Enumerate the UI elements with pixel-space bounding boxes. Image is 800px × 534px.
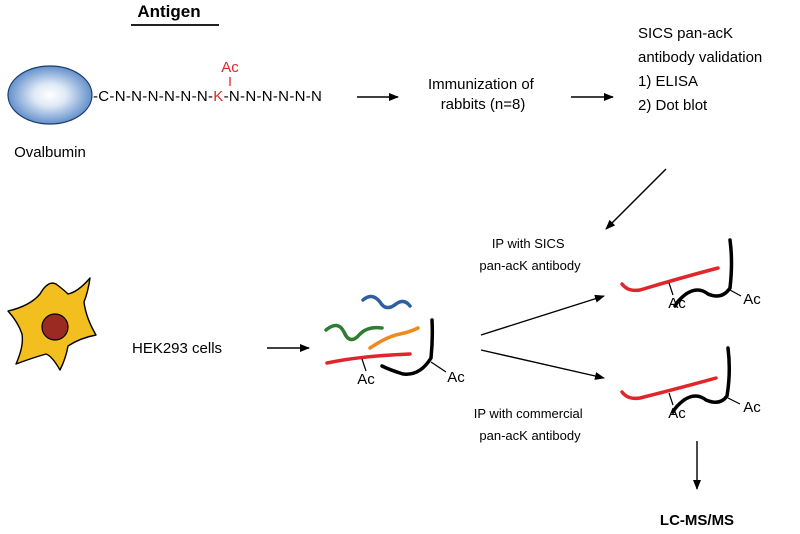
immunization-label: Immunization of rabbits (n=8) [428,76,538,113]
sics-ac-label-1: Ac [668,295,686,312]
strand-red [325,352,412,365]
antigen-heading: Antigen [137,2,200,21]
commercial-red-strand [620,376,718,401]
cells-label: HEK293 cells [132,340,222,357]
peptide-sequence: -C-N-N-N-N-N-N-K-N-N-N-N-N-N [93,88,322,105]
validation-label: SICS pan-acK antibody validation 1) ELIS… [638,25,766,114]
sics-ac-bond-2 [729,289,742,297]
arrow-to-commercial-ip [480,349,605,380]
cell-nucleus [41,313,69,341]
validation-line-3: 1) ELISA [638,73,698,90]
antigen-ac-label: Ac [221,59,239,76]
validation-line-1: SICS pan-acK [638,25,733,42]
validation-line-4: 2) Dot blot [638,97,708,114]
validation-line-2: antibody validation [638,49,762,66]
immunization-line-1: Immunization of [428,76,535,93]
ip-sics-line-2: pan-acK antibody [479,258,581,273]
peptide-right: -N-N-N-N-N-N [224,88,323,105]
mixture-ac-label-2: Ac [447,369,465,386]
commercial-ac-bond-2 [727,397,741,405]
commercial-ip-product [620,346,732,414]
mixture-ac-bond-2 [430,361,447,373]
sics-ac-label-2: Ac [743,291,761,308]
commercial-ac-label-2: Ac [743,399,761,416]
mixture-ac-bond-1 [361,358,367,372]
protein-mixture [324,294,435,376]
ip-commercial-line-2: pan-acK antibody [479,428,581,443]
mixture-ac-label-1: Ac [357,371,375,388]
sics-ip-product [620,238,734,308]
commercial-ac-label-1: Ac [668,405,686,422]
ip-commercial-line-1: IP with commercial [474,406,583,421]
immunization-line-2: rabbits (n=8) [441,96,526,113]
commercial-ac-bond-1 [668,392,674,406]
strand-black [380,318,435,376]
ip-commercial-label: IP with commercial pan-acK antibody [474,406,586,443]
strand-orange [368,326,420,350]
arrow-to-sics-ip [480,294,605,336]
ip-sics-label: IP with SICS pan-acK antibody [479,236,581,273]
commercial-black-strand [671,346,732,414]
sics-red-strand [620,266,720,293]
acetyl-lysine: K [213,88,223,105]
ovalbumin-shape [7,65,93,125]
sics-black-strand [673,238,734,308]
sics-ac-bond-1 [668,282,674,296]
strand-blue [361,294,412,310]
peptide-left: -C-N-N-N-N-N-N- [93,88,213,105]
arrow-validation-to-ip [605,168,667,230]
lcms-label: LC-MS/MS [660,512,734,529]
ip-sics-line-1: IP with SICS [492,236,565,251]
strand-green [324,323,384,342]
ovalbumin-label: Ovalbumin [14,144,86,161]
